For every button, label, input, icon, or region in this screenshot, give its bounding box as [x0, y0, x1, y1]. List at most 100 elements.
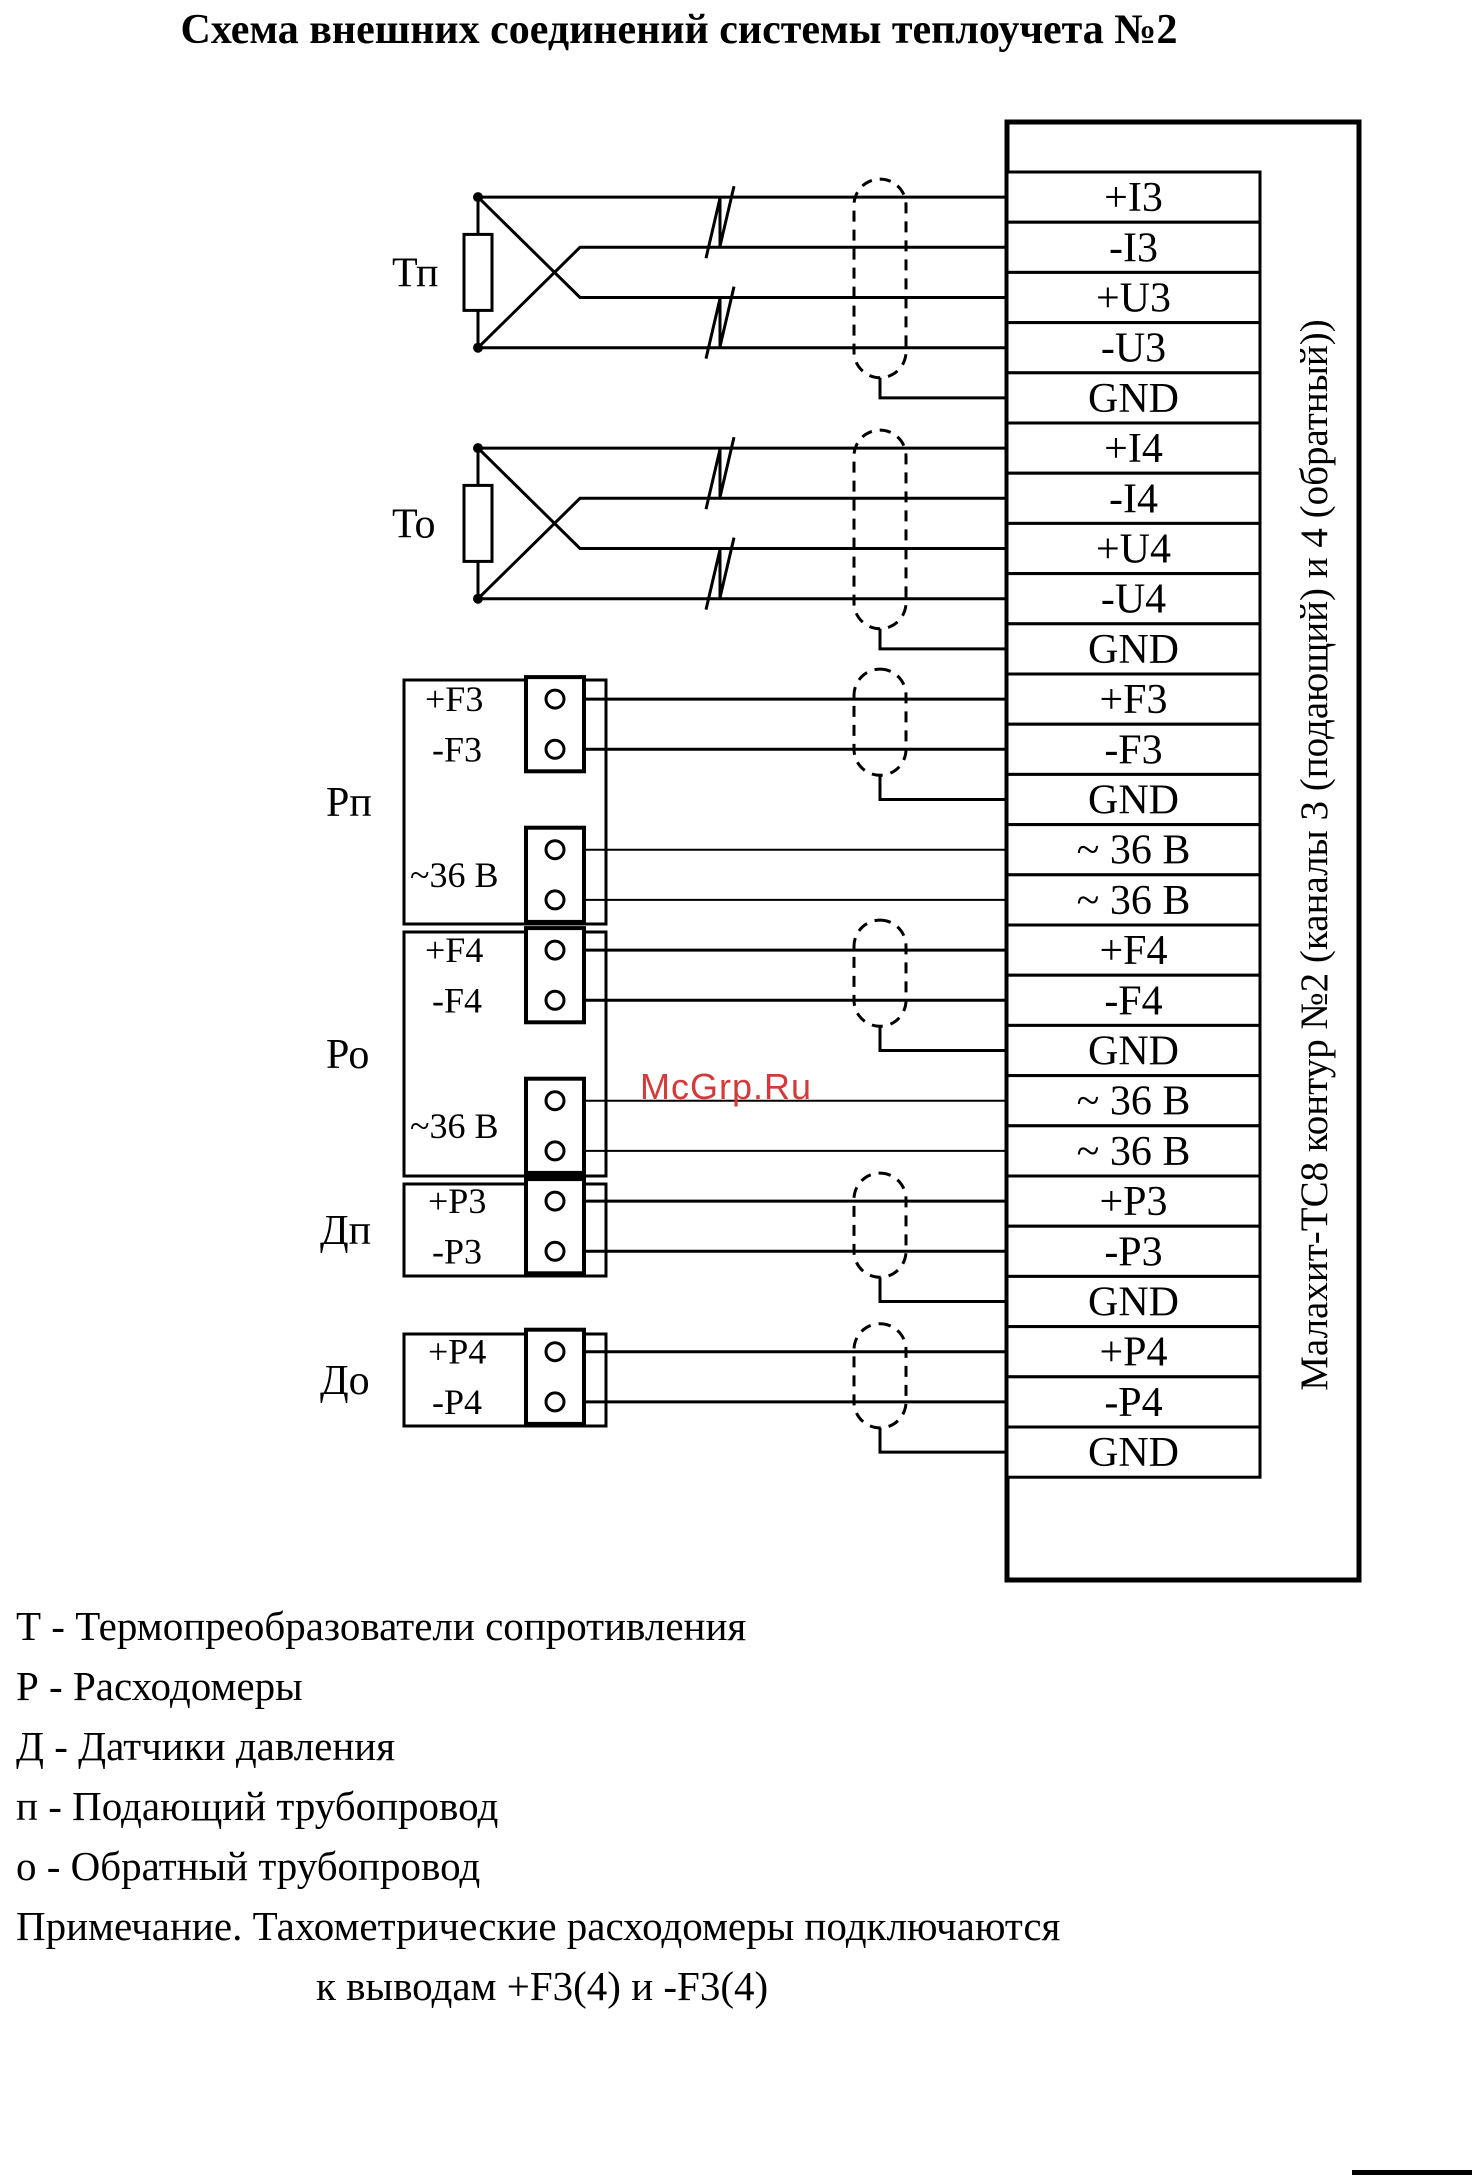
junction-dot — [473, 443, 483, 454]
terminal-cell — [1005, 672, 1262, 726]
pin-label: +P4 — [428, 1332, 486, 1372]
junction-dot — [473, 192, 483, 203]
corner-mark — [1352, 2170, 1472, 2175]
pressure-sensor-box — [402, 1182, 608, 1278]
device-label: Малахит-ТС8 контур №2 (каналы 3 (подающи… — [1293, 319, 1336, 1391]
pin-symbol — [544, 1240, 566, 1262]
pin-symbol — [544, 1391, 566, 1413]
terminal-cell — [1005, 1274, 1262, 1329]
flowmeter-label: Рп — [326, 780, 372, 826]
terminal-label: GND — [1088, 1430, 1179, 1476]
pin-label: -P3 — [432, 1231, 482, 1271]
terminal-label: GND — [1088, 1029, 1179, 1075]
terminal-label: GND — [1088, 627, 1179, 673]
terminal-label: +I4 — [1104, 426, 1163, 472]
rtd-wire — [476, 196, 1007, 299]
terminal-cell — [1005, 1325, 1262, 1379]
pin-symbol — [544, 738, 566, 760]
terminal-label: GND — [1088, 1280, 1179, 1326]
pressure-sensor-label: Дп — [320, 1208, 371, 1254]
legend-item: п - Подающий трубопровод — [16, 1783, 499, 1829]
pin-symbol — [544, 1090, 566, 1112]
terminal-cell — [1005, 1174, 1262, 1228]
cable-shield — [852, 1171, 908, 1279]
watermark: McGrp.Ru — [640, 1066, 813, 1107]
terminal-label: -F3 — [1104, 727, 1162, 773]
pin-symbol — [544, 989, 566, 1011]
pressure-sensor-label: До — [320, 1358, 370, 1404]
pin-symbol — [544, 1140, 566, 1162]
shield-ground-wire — [878, 775, 1007, 801]
terminal-label: ~ 36 В — [1077, 828, 1191, 874]
terminal-cell — [1005, 1023, 1262, 1078]
terminal-label: GND — [1088, 778, 1179, 824]
terminal-label: +I3 — [1104, 175, 1163, 221]
rtd-label: Тп — [392, 250, 439, 296]
shield-ground-wire — [878, 1427, 1007, 1454]
terminal-label: ~ 36 В — [1077, 1079, 1191, 1125]
cable-shield — [852, 918, 908, 1028]
resistor-symbol — [462, 232, 494, 312]
pin-label: +F3 — [425, 679, 483, 719]
terminal-label: +F4 — [1099, 928, 1167, 974]
flowmeter-box — [402, 930, 608, 1178]
shield-ground-wire — [878, 1277, 1007, 1303]
pin-symbol — [544, 1190, 566, 1212]
rtd-label: То — [392, 501, 436, 547]
terminal-cell — [1005, 572, 1262, 626]
pin-symbol — [544, 688, 566, 710]
wires — [476, 177, 1007, 1454]
cable-shield — [852, 428, 908, 631]
pin-label: +F4 — [425, 930, 483, 970]
terminal-label: +P3 — [1099, 1179, 1167, 1225]
pressure-sensor-box — [402, 1332, 608, 1428]
pin-label: ~36 В — [410, 855, 499, 895]
rtd-wire — [476, 496, 1007, 600]
terminal-cell — [1005, 471, 1262, 525]
note-line-2: к выводам +F3(4) и -F3(4) — [316, 1963, 769, 2009]
pin-symbol — [544, 839, 566, 861]
terminal-cell — [1005, 873, 1262, 927]
terminal-cell — [1005, 220, 1262, 274]
cable-shield — [852, 1322, 908, 1430]
device-block: +I3-I3+U3-U3GND+I4-I4+U4-U4GND+F3-F3GND~… — [1004, 119, 1362, 1583]
terminal-strip: +I3-I3+U3-U3GND+I4-I4+U4-U4GND+F3-F3GND~… — [1005, 170, 1262, 1479]
flowmeter-box — [402, 678, 608, 926]
junction-dot — [473, 593, 483, 604]
pin-label: -F4 — [432, 980, 482, 1020]
legend-item: Т - Термопреобразователи сопротивления — [16, 1603, 747, 1649]
terminal-label: +U3 — [1096, 276, 1171, 322]
terminal-label: -P4 — [1104, 1380, 1162, 1426]
shield-ground-wire — [878, 628, 1007, 651]
cable-break-mark — [704, 436, 736, 510]
terminal-label: ~ 36 В — [1077, 878, 1191, 924]
note-line-1: Примечание. Тахометрические расходомеры … — [16, 1903, 1061, 1949]
terminal-label: -P3 — [1104, 1229, 1162, 1275]
cable-break-mark — [704, 185, 736, 259]
cable-shield — [852, 177, 908, 380]
flowmeter-label: Ро — [326, 1032, 369, 1078]
terminal-label: +F3 — [1099, 677, 1167, 723]
terminal-label: +U4 — [1096, 527, 1171, 573]
terminal-label: -F4 — [1104, 978, 1162, 1024]
cable-shield — [852, 667, 908, 777]
legend-item: о - Обратный трубопровод — [16, 1843, 481, 1889]
terminal-label: ~ 36 В — [1077, 1129, 1191, 1175]
legend: Т - Термопреобразователи сопротивления Р… — [16, 1596, 1060, 2016]
legend-item: Д - Датчики давления — [16, 1723, 396, 1769]
page-title: Схема внешних соединений системы теплоуч… — [180, 7, 1178, 53]
pin-label: ~36 В — [410, 1106, 499, 1146]
cable-break-mark — [704, 286, 736, 359]
shield-ground-wire — [878, 1026, 1007, 1052]
rtd-wire — [476, 447, 1007, 550]
terminal-label: -I3 — [1109, 225, 1158, 271]
terminal-label: -I4 — [1109, 476, 1158, 522]
pin-label: -F3 — [432, 729, 482, 769]
terminal-label: -U3 — [1101, 326, 1166, 372]
junction-dot — [473, 342, 483, 353]
terminal-label: +P4 — [1099, 1330, 1167, 1376]
pin-symbol — [544, 889, 566, 911]
rtd-wire — [476, 245, 1007, 349]
